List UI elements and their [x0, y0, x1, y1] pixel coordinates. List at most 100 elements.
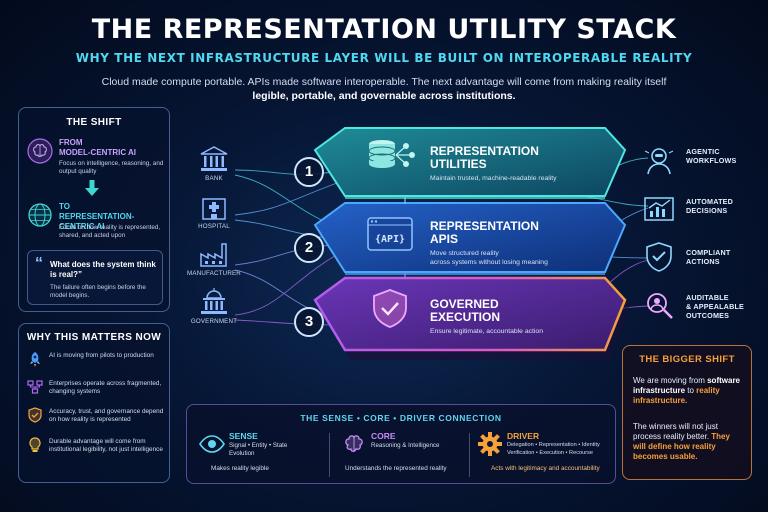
audit-icon [647, 293, 673, 319]
outcome-automated-decisions: AUTOMATED DECISIONS [686, 197, 764, 215]
text-span: The winners will not just process realit… [633, 422, 718, 441]
connection-sub-line: Reasoning & Intelligence [371, 442, 440, 449]
layer-title-2: APIS [430, 232, 459, 246]
rocket-icon [30, 352, 40, 367]
connection-panel: THE SENSE • CORE • DRIVER CONNECTION SEN… [186, 404, 616, 484]
connection-sub-line-2: Evolution [229, 449, 255, 457]
why-item: Enterprises operate across fragmented, c… [27, 379, 167, 405]
globe-icon [28, 203, 52, 227]
page-subtitle: WHY THE NEXT INFRASTRUCTURE LAYER WILL B… [75, 51, 693, 65]
institution-label: MANUFACTURER [187, 270, 241, 277]
why-item: AI is moving from pilots to production [27, 351, 167, 377]
connection-sub: Signal • Entity • State Evolution [229, 442, 329, 457]
layer-description-2: across systems without losing meaning [430, 258, 548, 266]
outcome-label: AUTOMATED [686, 197, 734, 206]
hospital-icon [202, 198, 226, 220]
layer-title-2: EXECUTION [430, 310, 501, 324]
agent-icon [644, 148, 674, 175]
to-title: REPRESENTATION-CENTRIC AI [59, 212, 135, 231]
why-text: AI is moving from pilots to production [49, 352, 154, 359]
bigger-shift-panel: THE BIGGER SHIFT We are moving from soft… [622, 345, 752, 480]
outcome-label-2: WORKFLOWS [686, 156, 737, 165]
institution-manufacturer: MANUFACTURER [186, 240, 242, 277]
layer-2-text: REPRESENTATION APIS Move structured real… [430, 220, 600, 267]
connection-sub: Delegation • Representation • Identity V… [507, 442, 615, 457]
connection-sub: Reasoning & Intelligence [371, 442, 471, 450]
shield-check-icon [373, 289, 407, 328]
lightbulb-icon [29, 437, 41, 452]
layer-description: Ensure legitimate, accountable action [430, 328, 543, 335]
network-icon [27, 380, 43, 394]
institution-label: BANK [205, 175, 223, 182]
layer-number-2: 2 [294, 233, 324, 263]
from-description: Focus on intelligence, reasoning, and ou… [59, 160, 164, 175]
quote-text: What does the system think is real?” [50, 260, 156, 279]
to-label: TO [59, 202, 70, 211]
why-heading: WHY THIS MATTERS NOW [26, 332, 162, 343]
connection-title: CORE [371, 431, 396, 441]
layer-description: Move structured reality [430, 250, 499, 257]
connection-desc: Understands the represented reality [345, 465, 447, 472]
why-item: Accuracy, trust, and governance depend o… [27, 407, 167, 433]
text-span: to [685, 386, 694, 395]
bigger-shift-paragraph-1: We are moving from software infrastructu… [633, 376, 745, 406]
stack-layers: {API} [313, 127, 630, 360]
text-span: We are moving from [633, 376, 705, 385]
database-icon [368, 140, 415, 168]
intro-line-1: Cloud made compute portable. APIs made s… [101, 76, 667, 88]
chart-icon [644, 197, 674, 221]
layer-number-3: 3 [294, 307, 324, 337]
connection-title: DRIVER [507, 431, 540, 441]
shift-heading: THE SHIFT [66, 117, 122, 128]
institution-government: GOVERNMENT [186, 288, 242, 325]
institution-label: GOVERNMENT [190, 318, 238, 325]
to-description: Focus on how reality is represented, sha… [59, 224, 161, 239]
bank-icon [200, 146, 228, 171]
intro-line-2: legible, portable, and governable across… [252, 90, 516, 102]
why-text: Accuracy, trust, and governance depend o… [49, 408, 164, 423]
outcome-label: COMPLIANT [686, 248, 731, 257]
divider [469, 433, 470, 477]
institution-bank: BANK [186, 145, 242, 182]
highlight-define: They will define how reality becomes usa… [633, 432, 730, 461]
institution-hospital: HOSPITAL [186, 193, 242, 230]
layer-number-1: 1 [294, 157, 324, 187]
connection-sub-line: Signal • Entity • State [229, 442, 288, 449]
shield-check-icon [28, 407, 42, 423]
layer-1-text: REPRESENTATION UTILITIES Maintain truste… [430, 145, 600, 184]
shift-from: FROM MODEL-CENTRIC AI Focus on intellige… [27, 138, 167, 180]
outcome-label: AUDITABLE [686, 293, 729, 302]
connection-heading: THE SENSE • CORE • DRIVER CONNECTION [300, 413, 502, 423]
bigger-shift-paragraph-2: The winners will not just process realit… [633, 422, 745, 462]
connection-sub-line: Delegation • Representation • Identity [507, 442, 600, 448]
shield-check-icon [646, 242, 672, 272]
from-label: FROM [59, 138, 83, 147]
brain-icon [27, 138, 53, 164]
why-text: Durable advantage will come from institu… [49, 438, 163, 453]
inflow-lines [234, 169, 346, 326]
quote-box: “ What does the system think is real?” T… [27, 250, 163, 305]
outcome-label-2: ACTIONS [686, 257, 720, 266]
outcome-agentic-workflows: AGENTIC WORKFLOWS [686, 147, 764, 165]
connection-driver: DRIVER Delegation • Representation • Ide… [477, 429, 615, 479]
layer-3-text: GOVERNED EXECUTION Ensure legitimate, ac… [430, 298, 600, 337]
outcome-compliant-actions: COMPLIANT ACTIONS [686, 248, 764, 266]
shift-panel: THE SHIFT FROM MODEL-CENTRIC AI Focus on… [18, 107, 170, 312]
highlight-reality: reality infrastructure. [633, 386, 720, 405]
outcome-label-2: DECISIONS [686, 206, 728, 215]
outcome-label: AGENTIC [686, 147, 720, 156]
quote-subtext: The failure often begins before the mode… [50, 284, 146, 299]
from-title: MODEL-CENTRIC AI [59, 148, 137, 157]
why-item: Durable advantage will come from institu… [27, 437, 167, 463]
page-title: THE REPRESENTATION UTILITY STACK [91, 14, 677, 45]
layer-3-shape [313, 276, 630, 360]
layer-title: GOVERNED [430, 297, 499, 311]
api-icon-text: {API} [375, 234, 405, 245]
layer-title-2: UTILITIES [430, 157, 487, 171]
gear-icon [478, 432, 502, 456]
institution-label: HOSPITAL [198, 223, 230, 230]
outcome-label-2: & APPEALABLE [686, 302, 745, 311]
outcome-label-3: OUTCOMES [686, 311, 730, 320]
connection-sense: SENSE Signal • Entity • State Evolution … [199, 429, 329, 479]
connection-title: SENSE [229, 431, 258, 441]
